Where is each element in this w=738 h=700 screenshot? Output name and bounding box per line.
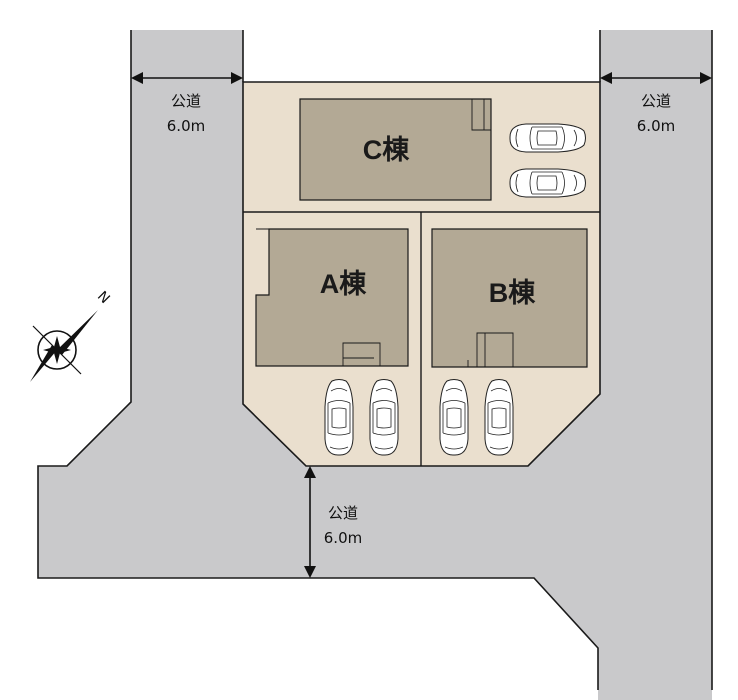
parking-a-2 bbox=[369, 379, 399, 456]
compass-north-label: N bbox=[94, 288, 113, 307]
building-a-label: A棟 bbox=[320, 269, 367, 299]
building-c bbox=[299, 98, 492, 201]
parking-b-1 bbox=[439, 379, 469, 456]
building-b bbox=[431, 228, 588, 368]
parking-a-1 bbox=[324, 379, 354, 456]
parking-b-2 bbox=[484, 379, 514, 456]
road-east-label-1: 公道 bbox=[641, 92, 671, 110]
dimension-east-road bbox=[600, 72, 712, 84]
lot-boundaries bbox=[243, 211, 600, 466]
parking-c-2 bbox=[509, 168, 586, 198]
parking-c-1 bbox=[509, 123, 586, 153]
compass-icon bbox=[30, 310, 98, 382]
road-east bbox=[600, 30, 712, 700]
road-south bbox=[38, 394, 600, 700]
dimension-south-road bbox=[304, 466, 316, 578]
dimension-west-road bbox=[131, 72, 243, 84]
road-west-label-2: 6.0m bbox=[167, 117, 205, 135]
road-west-label-1: 公道 bbox=[171, 92, 201, 110]
road-south-label-2: 6.0m bbox=[324, 529, 362, 547]
building-c-label: C棟 bbox=[363, 135, 410, 165]
road-edges bbox=[37, 30, 713, 690]
road-east-label-2: 6.0m bbox=[637, 117, 675, 135]
road-west bbox=[38, 30, 306, 578]
road-south-label-1: 公道 bbox=[328, 504, 358, 522]
building-a bbox=[255, 228, 409, 367]
building-b-label: B棟 bbox=[489, 278, 536, 308]
